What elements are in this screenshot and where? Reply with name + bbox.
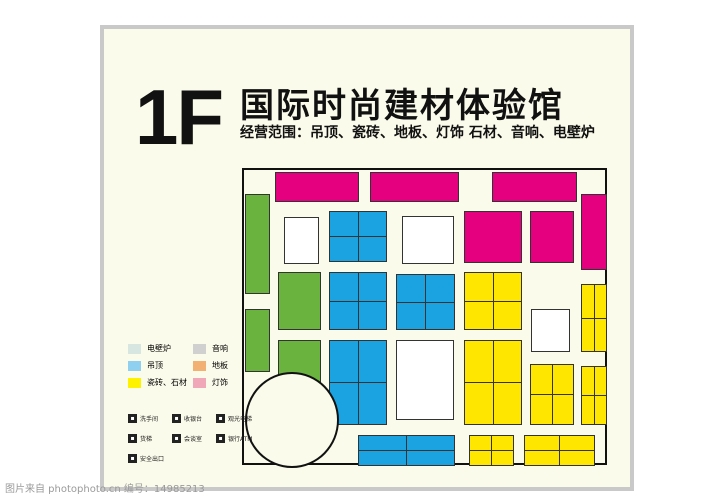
tile-stone-zone [469,435,514,466]
facility-item: ▪安全出口 [128,454,164,463]
room [402,216,454,264]
facility-label: 洗手间 [140,416,159,423]
business-scope: 经营范围：吊顶、瓷砖、地板、灯饰 石材、音响、电壁炉 [240,125,595,141]
room [284,217,319,264]
flooring-zone [278,272,321,330]
facility-label: 会谈室 [184,436,203,443]
facility-item: ▪货梯 [128,434,152,443]
ceiling-zone [329,272,387,330]
facility-label: 收银台 [184,416,203,423]
legend-label: 瓷砖、石材 [147,378,187,387]
legend-label: 电壁炉 [147,344,171,353]
legend-item: 地板 [193,360,228,371]
facility-item: ▪银行ATM [216,434,252,443]
facility-item: ▪收银台 [172,414,202,423]
watermark: 图片来自 photophoto.cn 编号：14985213 [5,484,205,495]
lighting-zone [464,211,522,263]
facility-label: 观光电梯 [228,416,253,423]
atrium [245,372,339,468]
legend-item: 瓷砖、石材 [128,377,187,388]
floor-label: 1F [135,73,224,161]
ceiling-zone [329,340,387,425]
ceiling-zone [329,211,387,262]
lighting-zone [275,172,359,202]
facility-item: ▪洗手间 [128,414,158,423]
ceiling-zone [396,274,455,330]
lighting-zone [530,211,574,263]
tile-stone-zone [581,366,607,425]
room [396,340,454,420]
legend-item: 电壁炉 [128,343,171,354]
legend-swatch [128,360,141,371]
page-title: 国际时尚建材体验馆 [240,86,564,126]
cashier-icon: ▪ [172,414,181,423]
legend-swatch [193,360,206,371]
legend-swatch [128,377,141,388]
legend-swatch [193,343,206,354]
legend-label: 灯饰 [212,378,228,387]
facility-label: 银行ATM [228,436,253,443]
facility-item: ▪会谈室 [172,434,202,443]
legend-label: 吊顶 [147,361,163,370]
facility-label: 货梯 [140,436,153,443]
tile-stone-zone [524,435,595,466]
exit-icon: ▪ [128,454,137,463]
facility-item: ▪观光电梯 [216,414,252,423]
tile-stone-zone [464,340,522,425]
legend-swatch [193,377,206,388]
legend-item: 音响 [193,343,228,354]
tile-stone-zone [464,272,522,330]
legend-item: 灯饰 [193,377,228,388]
legend-label: 地板 [212,361,228,370]
flooring-zone [245,309,270,372]
restroom-icon: ▪ [128,414,137,423]
freight-elevator-icon: ▪ [128,434,137,443]
lighting-zone [581,194,607,270]
tile-stone-zone [581,284,607,352]
legend-swatch [128,343,141,354]
facility-label: 安全出口 [140,456,165,463]
legend-label: 音响 [212,344,228,353]
legend-item: 吊顶 [128,360,163,371]
ceiling-zone [358,435,455,466]
meeting-room-icon: ▪ [172,434,181,443]
room [531,309,570,352]
flooring-zone [245,194,270,294]
tile-stone-zone [530,364,574,425]
elevator-icon: ▪ [216,414,225,423]
lighting-zone [492,172,577,202]
lighting-zone [370,172,459,202]
atm-icon: ▪ [216,434,225,443]
